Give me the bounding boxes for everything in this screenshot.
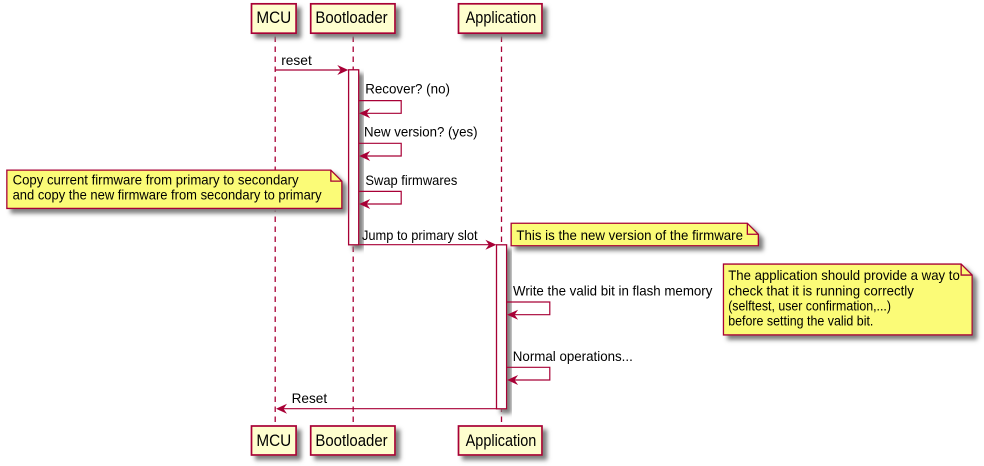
svg-text:check that it is running corre: check that it is running correctly [728, 282, 914, 298]
svg-text:Copy current firmware from pri: Copy current firmware from primary to se… [13, 171, 299, 187]
svg-text:Reset: Reset [292, 390, 328, 406]
svg-text:Write the valid bit in flash m: Write the valid bit in flash memory [513, 283, 712, 299]
svg-text:Application: Application [466, 8, 537, 27]
svg-text:reset: reset [281, 52, 312, 68]
svg-text:Jump to primary slot: Jump to primary slot [362, 227, 478, 243]
svg-text:This is the new version of the: This is the new version of the firmware [516, 227, 743, 243]
svg-text:Normal operations...: Normal operations... [513, 348, 633, 364]
svg-text:Application: Application [466, 431, 537, 450]
svg-text:before setting the valid bit.: before setting the valid bit. [728, 313, 873, 329]
svg-text:MCU: MCU [256, 8, 291, 27]
svg-text:Bootloader: Bootloader [315, 431, 388, 450]
svg-text:and copy the new firmware from: and copy the new firmware from secondary… [13, 187, 322, 203]
svg-text:New version? (yes): New version? (yes) [364, 124, 478, 140]
svg-text:(selftest, user confirmation,.: (selftest, user confirmation,...) [728, 298, 891, 314]
svg-text:Bootloader: Bootloader [315, 8, 388, 27]
svg-text:Recover? (no): Recover? (no) [365, 80, 450, 96]
svg-text:Swap firmwares: Swap firmwares [365, 172, 457, 188]
svg-text:MCU: MCU [256, 431, 291, 450]
svg-text:The application should provide: The application should provide a way to [728, 267, 960, 283]
